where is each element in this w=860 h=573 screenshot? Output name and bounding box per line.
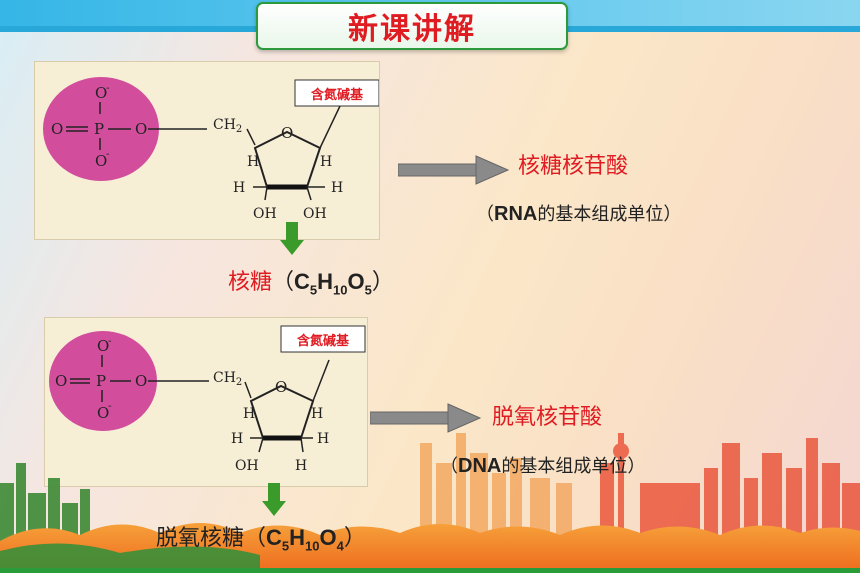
charge-minus: - xyxy=(108,401,112,412)
deoxyribonucleotide-name: 脱氧核苷酸 xyxy=(492,405,603,430)
arrow-right-icon xyxy=(398,155,510,185)
bond xyxy=(244,381,252,399)
deoxyribose-formula: 脱氧核糖（C5H10O4） xyxy=(156,525,366,554)
base-label: 含氮碱基 xyxy=(296,333,350,349)
phosphate-o-top: O xyxy=(97,337,109,355)
h-label: H xyxy=(247,154,259,170)
phosphate-o-right: O xyxy=(135,120,147,138)
phosphate-o-bottom: O xyxy=(97,404,109,422)
ribonucleotide-diagram: O - O P O O - CH2 O 含氮碱基 H H H H OH OH xyxy=(34,61,380,240)
slide-title: 新课讲解 xyxy=(256,2,568,50)
charge-minus: - xyxy=(106,149,110,160)
green-grass-left xyxy=(0,543,260,573)
phosphate-o-right: O xyxy=(135,372,147,390)
bond xyxy=(258,437,264,453)
ribonucleotide-name: 核糖核苷酸 xyxy=(518,154,629,179)
phosphate-o-bottom: O xyxy=(95,152,107,170)
oh-label: OH xyxy=(253,206,277,222)
ribose-formula: 核糖（C5H10O5） xyxy=(228,269,394,298)
h-label: H xyxy=(295,458,307,474)
h-label: H xyxy=(243,406,255,422)
h-label: H xyxy=(233,180,245,196)
bottom-stripe xyxy=(0,568,860,573)
city-skyline-decoration xyxy=(0,433,860,573)
arrow-down-icon xyxy=(262,483,286,516)
arrow-down-icon xyxy=(280,222,304,255)
glycosidic-bond xyxy=(319,105,341,149)
bond xyxy=(264,186,268,201)
h-label: H xyxy=(331,180,343,196)
dna-unit-description: （DNA的基本组成单位） xyxy=(440,455,646,477)
charge-minus: - xyxy=(108,336,112,347)
deoxyribonucleotide-structure: O - O P O O - CH2 O 含氮碱基 H H H H OH H xyxy=(49,325,366,474)
deoxyribose-ring xyxy=(249,384,315,439)
bond xyxy=(246,128,256,146)
ch2-label: CH2 xyxy=(213,370,242,388)
glycosidic-bond xyxy=(312,359,330,402)
h-label: H xyxy=(320,154,332,170)
ring-oxygen: O xyxy=(275,378,287,396)
deoxyribonucleotide-diagram: O - O P O O - CH2 O 含氮碱基 H H H H OH H xyxy=(44,317,368,487)
phosphate-group xyxy=(43,77,159,181)
h-label: H xyxy=(231,431,243,447)
bond xyxy=(306,186,312,201)
phosphorus: P xyxy=(96,372,106,390)
phosphate-o-left: O xyxy=(51,120,63,138)
ring-oxygen: O xyxy=(281,124,293,142)
ribonucleotide-structure: O - O P O O - CH2 O 含氮碱基 H H H H OH OH xyxy=(43,77,379,222)
base-label: 含氮碱基 xyxy=(310,87,364,103)
oh-label: OH xyxy=(235,458,259,474)
rna-unit-description: （RNA的基本组成单位） xyxy=(476,203,682,225)
base-box xyxy=(280,325,366,353)
h-label: H xyxy=(311,406,323,422)
base-box xyxy=(294,79,379,107)
charge-minus: - xyxy=(106,83,110,94)
phosphorus: P xyxy=(94,120,104,138)
ribose-ring xyxy=(253,130,322,188)
phosphate-group xyxy=(49,331,157,431)
bond xyxy=(300,437,304,453)
h-label: H xyxy=(317,431,329,447)
phosphate-o-left: O xyxy=(55,372,67,390)
phosphate-o-top: O xyxy=(95,84,107,102)
arrow-right-icon xyxy=(370,403,482,433)
oh-label: OH xyxy=(303,206,327,222)
ch2-label: CH2 xyxy=(213,117,242,135)
